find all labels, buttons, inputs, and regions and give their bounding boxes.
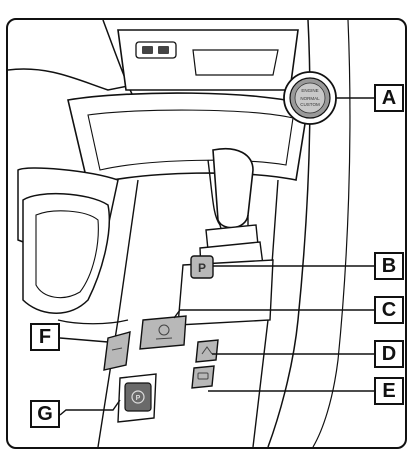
drive-mode-button[interactable]	[139, 315, 187, 350]
callout-f: F	[30, 323, 60, 351]
start-button-line3: CUSTOM	[300, 102, 320, 107]
engine-start-button[interactable]: ENGINE NORMAL CUSTOM	[283, 71, 337, 125]
console-illustration-frame: P P	[6, 18, 407, 449]
electric-parking-brake-switch[interactable]: P	[117, 373, 157, 423]
start-button-line2: NORMAL	[300, 96, 320, 101]
center-console-drawing: P P	[8, 20, 374, 447]
callout-a: A	[374, 84, 404, 112]
start-button-line1: ENGINE	[301, 88, 318, 93]
callout-c: C	[374, 296, 404, 324]
callout-e: E	[374, 377, 404, 405]
callout-b: B	[374, 252, 404, 280]
park-button-label: P	[198, 261, 206, 275]
callout-leader-lines	[59, 97, 374, 416]
side-button[interactable]	[103, 331, 131, 371]
shift-lever[interactable]	[199, 148, 264, 271]
svg-text:P: P	[136, 395, 141, 402]
traction-off-button[interactable]	[191, 365, 215, 389]
park-button[interactable]: P	[190, 255, 214, 279]
callout-g: G	[30, 400, 60, 428]
hill-descent-button[interactable]	[195, 339, 219, 363]
callout-d: D	[374, 340, 404, 368]
